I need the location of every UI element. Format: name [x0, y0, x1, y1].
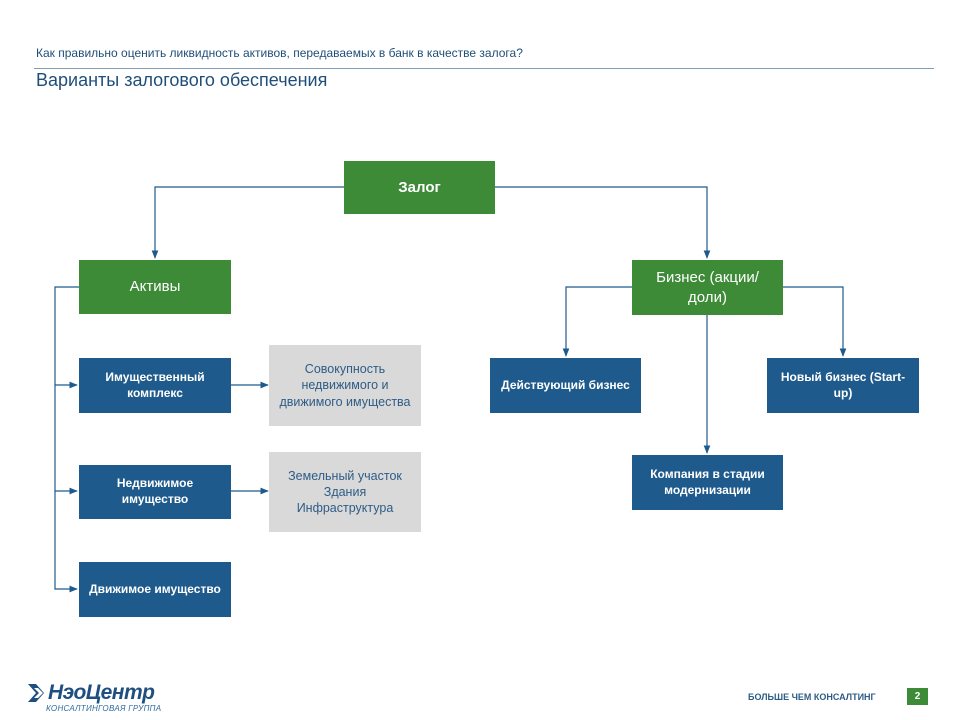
node-active-business: Действующий бизнес: [490, 358, 641, 413]
footer-slogan: БОЛЬШЕ ЧЕМ КОНСАЛТИНГ: [748, 692, 876, 702]
node-startup: Новый бизнес (Start-up): [767, 358, 919, 413]
header-divider: [34, 68, 934, 69]
node-modernization-company: Компания в стадии модернизации: [632, 455, 783, 510]
logo-mark-icon: [28, 684, 44, 702]
node-real-estate: Недвижимое имущество: [79, 465, 231, 519]
node-assets: Активы: [79, 260, 231, 314]
logo-tagline: КОНСАЛТИНГОВАЯ ГРУППА: [46, 704, 162, 713]
detail-real-estate: Земельный участок Здания Инфраструктура: [269, 452, 421, 532]
connector-assets-bracket: [54, 286, 79, 593]
slide-title: Варианты залогового обеспечения: [36, 70, 328, 90]
connector-business-startup: [783, 286, 847, 357]
connector-root-assets: [151, 186, 344, 259]
connector-root-business: [495, 186, 711, 259]
slide-subtitle: Как правильно оценить ликвидность активо…: [36, 46, 523, 60]
node-property-complex: Имущественный комплекс: [79, 358, 231, 413]
logo-name: НэоЦентр: [48, 681, 155, 704]
connector-business-active: [562, 286, 632, 357]
page-number: 2: [907, 688, 928, 705]
node-business: Бизнес (акции/доли): [632, 260, 783, 315]
detail-property-complex: Совокупность недвижимого и движимого иму…: [269, 345, 421, 426]
node-movable-property: Движимое имущество: [79, 562, 231, 617]
node-root-collateral: Залог: [344, 161, 495, 214]
